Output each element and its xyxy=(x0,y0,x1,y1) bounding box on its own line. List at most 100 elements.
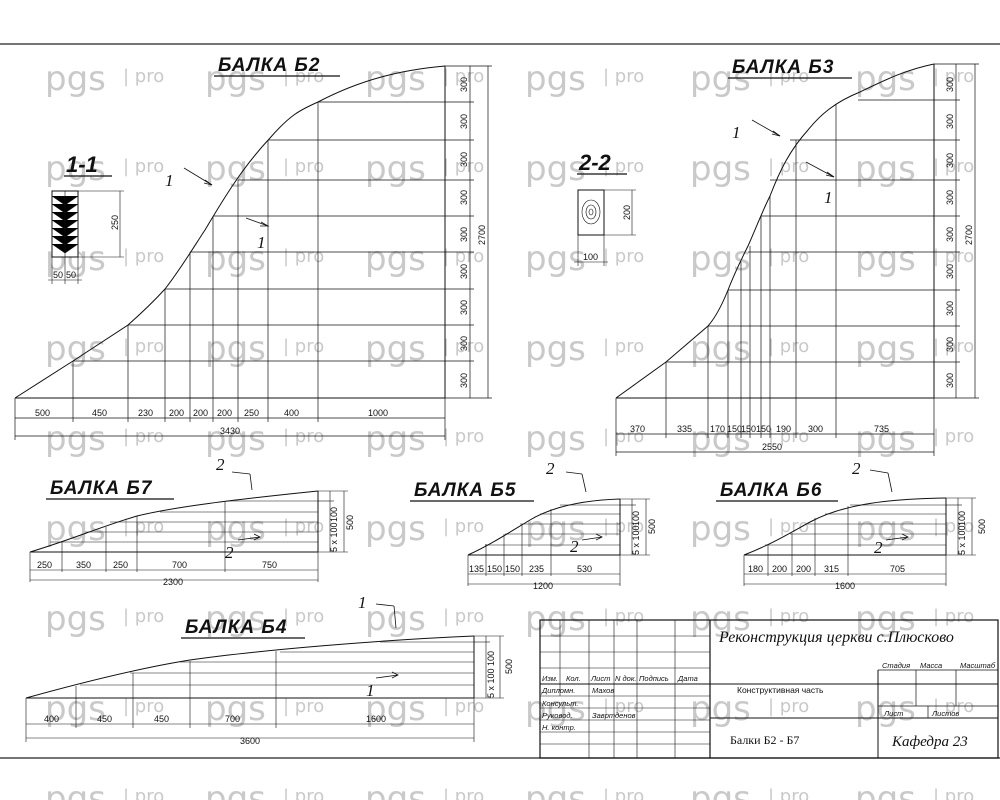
beam-b7-cut-mark-b: 2 xyxy=(225,543,234,562)
beam-b7-width-3: 700 xyxy=(172,560,187,570)
watermark-suffix: | pro xyxy=(768,606,809,627)
beam-b6-cut-mark-b: 2 xyxy=(874,538,883,557)
beam-b2-height-3: 300 xyxy=(459,190,469,205)
beam-b5-h-top: 100 xyxy=(631,511,641,526)
beam-b6-width-3: 315 xyxy=(824,564,839,574)
watermark-brand: pgs xyxy=(525,149,586,189)
beam-b4-h-top: 100 xyxy=(486,651,496,666)
beam-b4-total: 3600 xyxy=(240,736,260,746)
beam-b6-width-4: 705 xyxy=(890,564,905,574)
watermark-brand: pgs xyxy=(525,509,586,549)
watermark-suffix: | pro xyxy=(443,606,484,627)
watermark-brand: pgs xyxy=(690,779,751,800)
role-1: Консульт. xyxy=(542,699,578,708)
beam-b4: БАЛКА Б4 xyxy=(25,593,514,746)
watermark-suffix: | pro xyxy=(933,606,974,627)
beam-b6: БАЛКА Б6 xyxy=(716,459,987,591)
section-1-1-title: 1-1 xyxy=(66,152,98,177)
beam-b3-total: 2550 xyxy=(762,442,782,452)
watermark-brand: pgs xyxy=(365,509,426,549)
watermark-suffix: | pro xyxy=(123,66,164,87)
header-kol: Кол. xyxy=(566,674,581,683)
watermark-suffix: | pro xyxy=(933,426,974,447)
beam-b4-cut-mark-b: 1 xyxy=(366,681,375,700)
beam-b3-curve xyxy=(615,63,935,399)
watermark-brand: pgs xyxy=(365,149,426,189)
sheet-label: Лист xyxy=(883,709,903,718)
watermark-suffix: | pro xyxy=(123,786,164,800)
header-ndok: N док. xyxy=(615,674,636,683)
watermark-suffix: | pro xyxy=(933,786,974,800)
watermark-suffix: | pro xyxy=(443,426,484,447)
watermark-suffix: | pro xyxy=(768,336,809,357)
beam-b3-height-7: 300 xyxy=(945,337,955,352)
beam-b2: БАЛКА Б2 xyxy=(14,55,492,440)
watermark-brand: pgs xyxy=(45,59,106,99)
beam-b2-width-8: 1000 xyxy=(368,408,388,418)
beam-b3-width-6: 190 xyxy=(776,424,791,434)
beam-b2-height-5: 300 xyxy=(459,264,469,279)
beam-b5-width-0: 135 xyxy=(469,564,484,574)
watermark-suffix: | pro xyxy=(603,516,644,537)
watermark-brand: pgs xyxy=(690,329,751,369)
watermark-suffix: | pro xyxy=(443,786,484,800)
beam-b6-h-parts: 5 x 100 xyxy=(957,525,967,555)
watermark-brand: pgs xyxy=(205,779,266,800)
watermark-brand: pgs xyxy=(205,149,266,189)
watermark-suffix: | pro xyxy=(283,426,324,447)
beam-b7: БАЛКА Б7 xyxy=(29,455,355,587)
watermark-suffix: | pro xyxy=(768,516,809,537)
beam-b6-width-1: 200 xyxy=(772,564,787,574)
watermark-brand: pgs xyxy=(365,779,426,800)
section-2-2-width: 100 xyxy=(583,252,598,262)
beam-b3-width-7: 300 xyxy=(808,424,823,434)
beam-b5-width-2: 150 xyxy=(505,564,520,574)
watermark-suffix: | pro xyxy=(933,696,974,717)
beam-b3: БАЛКА Б3 xyxy=(615,57,979,456)
watermark-suffix: | pro xyxy=(603,66,644,87)
watermark-brand: pgs xyxy=(45,779,106,800)
beam-b5-h-total: 500 xyxy=(647,519,657,534)
stage-header-massa: Масса xyxy=(920,661,942,670)
watermark-brand: pgs xyxy=(525,239,586,279)
beam-b2-height-4: 300 xyxy=(459,227,469,242)
beam-b3-cut-mark-a: 1 xyxy=(732,123,741,142)
watermark-brand: pgs xyxy=(45,149,106,189)
watermark-suffix: | pro xyxy=(123,336,164,357)
watermark-suffix: | pro xyxy=(933,516,974,537)
watermark-brand: pgs xyxy=(525,59,586,99)
title-block xyxy=(539,619,999,759)
watermark-brand: pgs xyxy=(525,689,586,729)
watermark-suffix: | pro xyxy=(603,336,644,357)
beam-b3-title: БАЛКА Б3 xyxy=(732,57,834,78)
header-izm: Изм. xyxy=(542,674,558,683)
watermark-brand: pgs xyxy=(365,419,426,459)
project-title: Реконструкция церкви с.Плюсково xyxy=(718,629,954,646)
beam-b4-h-total: 500 xyxy=(504,659,514,674)
watermark-brand: pgs xyxy=(690,59,751,99)
beam-b5-cut-mark-a: 2 xyxy=(546,459,555,478)
beam-b3-height-0: 300 xyxy=(945,77,955,92)
beam-b4-h-parts: 5 x 100 xyxy=(486,668,496,698)
beam-b4-width-0: 400 xyxy=(44,714,59,724)
watermark-suffix: | pro xyxy=(768,786,809,800)
watermark-brand: pgs xyxy=(45,689,106,729)
watermark-suffix: | pro xyxy=(603,606,644,627)
watermark-suffix: | pro xyxy=(768,426,809,447)
watermark-brand: pgs xyxy=(690,509,751,549)
watermark-suffix: | pro xyxy=(443,696,484,717)
watermark-suffix: | pro xyxy=(443,516,484,537)
watermark-suffix: | pro xyxy=(283,786,324,800)
stage-header-stadiya: Стадия xyxy=(882,661,910,670)
beam-b6-total: 1600 xyxy=(835,581,855,591)
watermark-brand: pgs xyxy=(855,779,916,800)
watermark-brand: pgs xyxy=(690,599,751,639)
beam-b2-width-0: 500 xyxy=(35,408,50,418)
watermark-brand: pgs xyxy=(690,149,751,189)
watermark-suffix: | pro xyxy=(603,156,644,177)
beam-b3-width-5: 150 xyxy=(756,424,771,434)
beam-b3-height-8: 300 xyxy=(945,373,955,388)
beam-b3-height-1: 300 xyxy=(945,114,955,129)
beam-b5-title: БАЛКА Б5 xyxy=(414,480,516,501)
watermark-suffix: | pro xyxy=(933,66,974,87)
